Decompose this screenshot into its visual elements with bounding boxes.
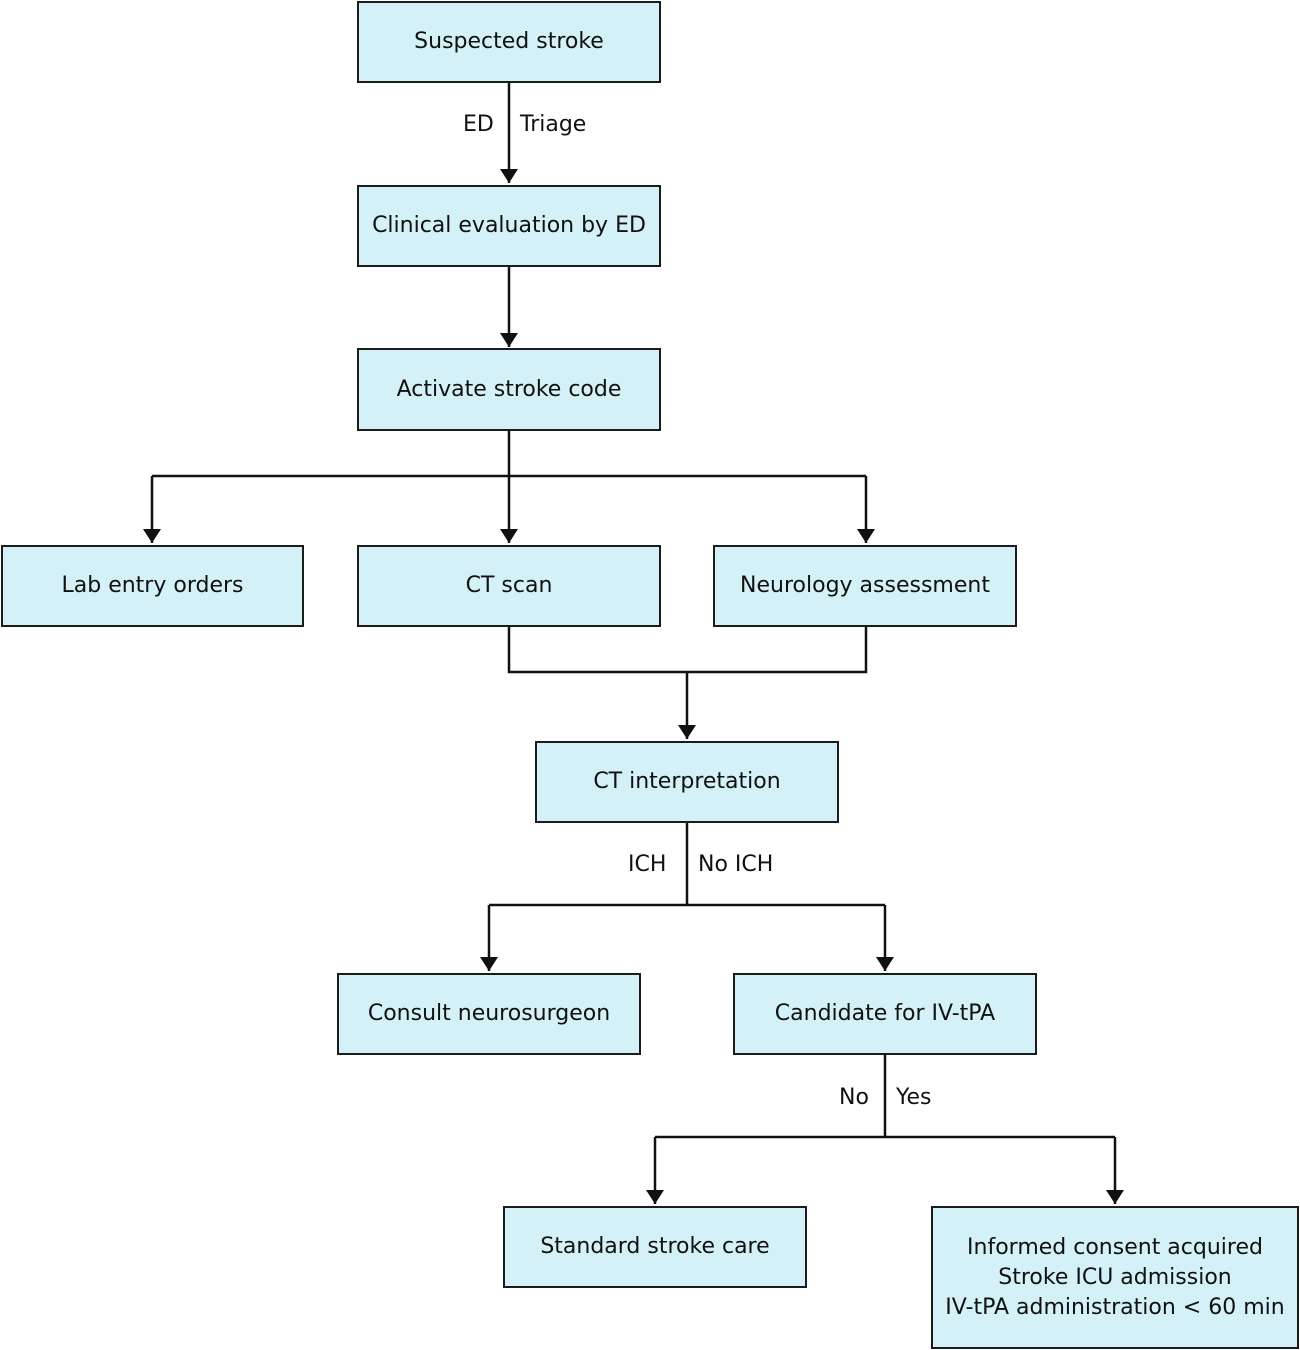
node-label: Lab entry orders bbox=[61, 573, 244, 598]
edge-label-ich: ICH bbox=[628, 852, 667, 877]
node-activate-stroke-code: Activate stroke code bbox=[357, 348, 661, 431]
node-label: Activate stroke code bbox=[396, 376, 622, 402]
edge-label-triage: Triage bbox=[520, 112, 587, 137]
connector-ct-neurology-merge bbox=[507, 627, 868, 674]
node-label: CT scan bbox=[465, 573, 553, 598]
node-ct-interpretation: CT interpretation bbox=[535, 741, 839, 823]
node-clinical-evaluation: Clinical evaluation by ED bbox=[357, 185, 661, 267]
node-consult-neurosurgeon: Consult neurosurgeon bbox=[337, 973, 641, 1055]
node-neurology-assessment: Neurology assessment bbox=[713, 545, 1017, 627]
node-label: Neurology assessment bbox=[740, 573, 990, 598]
edge-label-no: No bbox=[839, 1085, 869, 1110]
node-tpa-pathway: Informed consent acquired Stroke ICU adm… bbox=[931, 1206, 1299, 1349]
node-label: Suspected stroke bbox=[414, 29, 604, 54]
node-ct-scan: CT scan bbox=[357, 545, 661, 627]
edge-label-no-ich: No ICH bbox=[698, 852, 774, 877]
node-lab-entry-orders: Lab entry orders bbox=[1, 545, 304, 627]
node-label: Consult neurosurgeon bbox=[367, 1001, 611, 1026]
node-candidate-iv-tpa: Candidate for IV-tPA bbox=[733, 973, 1037, 1055]
node-line-stroke-icu-admission: Stroke ICU admission bbox=[998, 1264, 1232, 1290]
node-label: CT interpretation bbox=[593, 769, 781, 794]
node-suspected-stroke: Suspected stroke bbox=[357, 1, 661, 83]
node-line-informed-consent: Informed consent acquired bbox=[967, 1234, 1263, 1260]
node-label: Candidate for IV-tPA bbox=[774, 1001, 996, 1026]
node-line-iv-tpa-administration: IV-tPA administration < 60 min bbox=[945, 1294, 1285, 1320]
edge-label-yes: Yes bbox=[896, 1085, 932, 1110]
node-standard-stroke-care: Standard stroke care bbox=[503, 1206, 807, 1288]
edge-label-ed: ED bbox=[463, 112, 494, 137]
node-label: Standard stroke care bbox=[540, 1234, 770, 1259]
node-label: Clinical evaluation by ED bbox=[372, 213, 646, 238]
